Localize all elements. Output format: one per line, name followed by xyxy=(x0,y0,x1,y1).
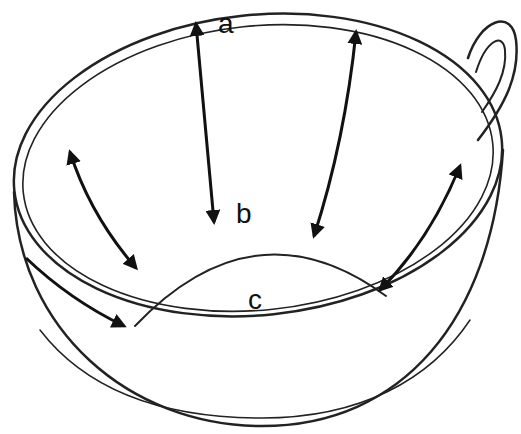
motion-arrows xyxy=(26,24,460,326)
part-label: a xyxy=(218,10,234,38)
part-label: b xyxy=(236,200,252,228)
part-label: c xyxy=(248,286,262,314)
